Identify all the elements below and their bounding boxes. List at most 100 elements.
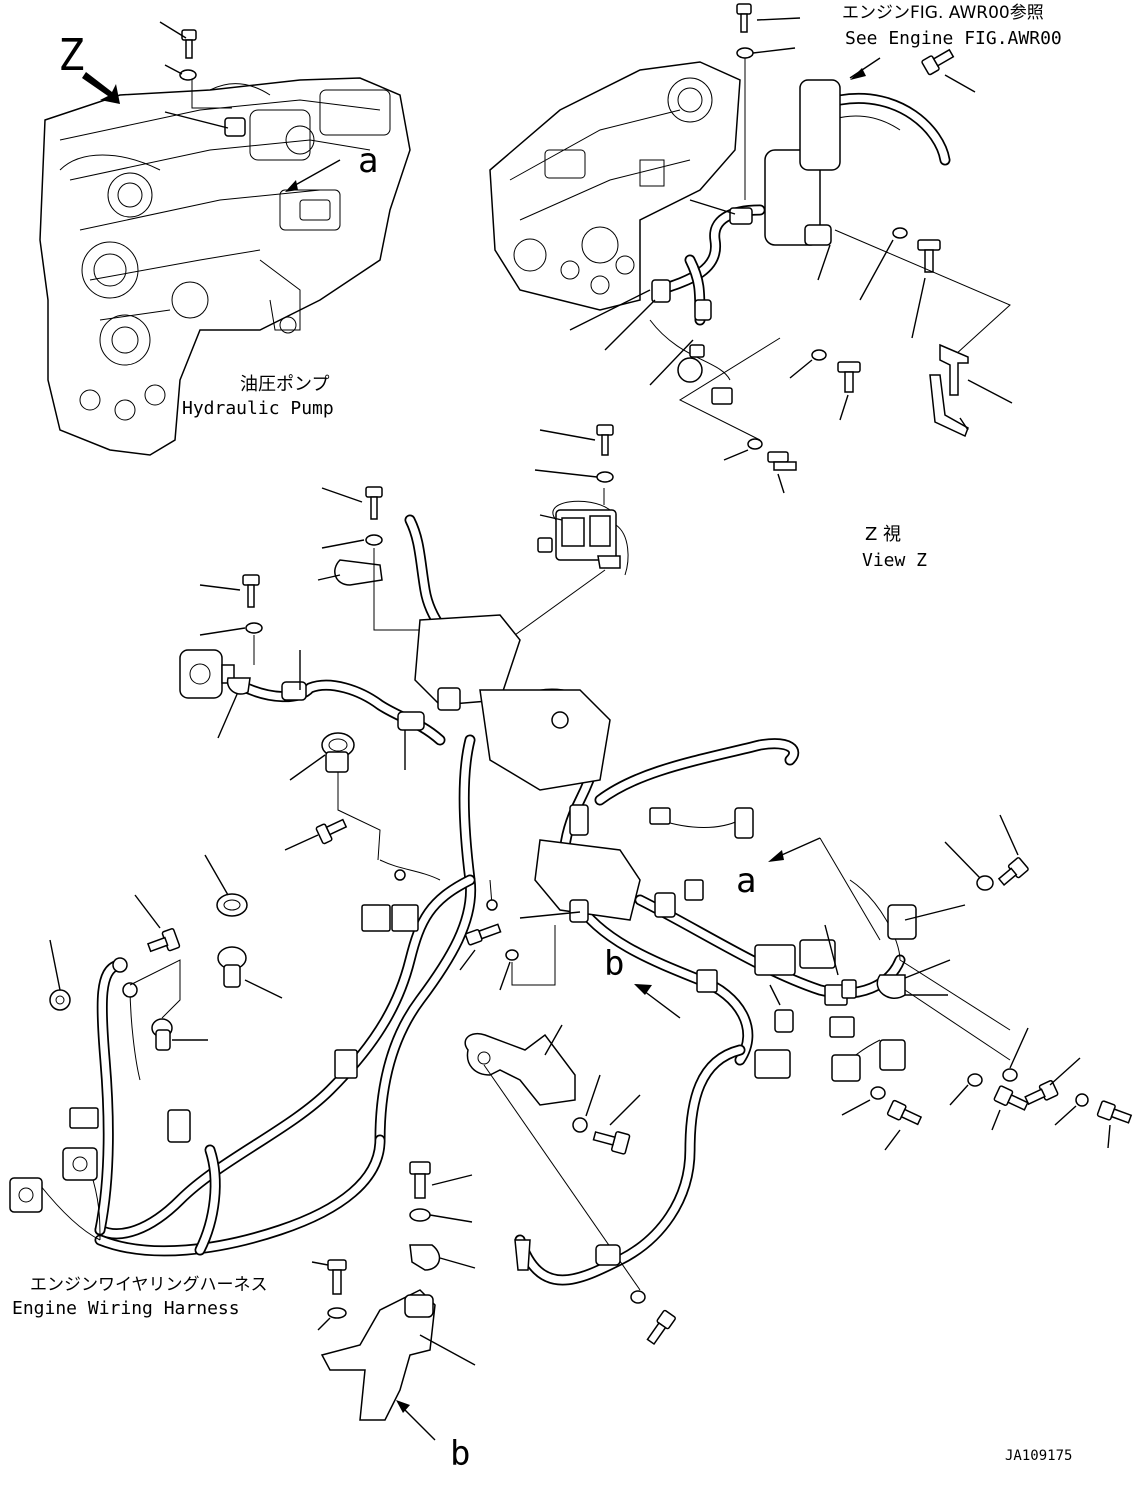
leader-line	[199, 627, 246, 636]
washer-icon	[409, 1208, 431, 1222]
leader-line	[769, 984, 781, 1006]
grommet-icon	[151, 1018, 173, 1051]
clamp-icon	[651, 279, 671, 303]
terminal-icon	[486, 899, 498, 911]
leader-line	[884, 1129, 901, 1151]
bolt-icon	[315, 818, 348, 845]
clamp-icon	[804, 224, 832, 246]
harness-wire	[849, 879, 901, 961]
leader-line	[164, 111, 229, 129]
leader-line	[539, 429, 596, 441]
harness-wire	[569, 894, 754, 1066]
ref-label-b-mid: b	[604, 944, 624, 984]
connector-icon	[9, 1177, 43, 1213]
leader-line	[817, 244, 831, 281]
leader-line	[199, 584, 241, 591]
arrowhead	[850, 68, 866, 80]
leader-line	[834, 229, 1011, 356]
arrowhead	[396, 1400, 410, 1413]
bolt-icon	[242, 574, 260, 608]
ref-label-b-bottom: b	[450, 1434, 470, 1474]
label-hydraulic-pump-en: Hydraulic Pump	[182, 398, 334, 419]
bolt-icon	[921, 48, 955, 76]
leader-line	[819, 837, 881, 941]
connector-icon	[569, 804, 589, 836]
leader-line	[429, 1214, 473, 1223]
leader-line	[544, 1024, 563, 1056]
connector-icon	[696, 969, 718, 993]
leader-line	[311, 1261, 329, 1266]
leader-line	[504, 569, 606, 661]
leader-line	[639, 987, 681, 1019]
leader-line	[321, 487, 363, 503]
terminal-icon	[122, 982, 138, 998]
harness-wire	[659, 819, 741, 828]
washer-icon	[596, 471, 614, 483]
clamp-icon	[226, 677, 251, 695]
leader-line	[511, 925, 556, 986]
leader-line	[609, 1094, 641, 1126]
leader-line	[944, 841, 981, 879]
leader-line	[944, 74, 976, 93]
connector-icon	[799, 939, 836, 969]
leader-line	[499, 961, 511, 991]
leader-line	[604, 299, 656, 351]
bracket-icon	[479, 689, 611, 791]
leader-line	[585, 1074, 601, 1117]
leader-line	[1049, 1057, 1081, 1086]
grommet-icon	[216, 893, 248, 917]
leader-line	[134, 894, 161, 929]
leader-line	[431, 1174, 473, 1186]
leader-line	[649, 339, 694, 386]
leader-line	[244, 979, 283, 999]
washer-icon	[327, 1307, 347, 1319]
leader-line	[859, 239, 894, 301]
leader-line	[419, 1334, 476, 1366]
leader-line	[49, 939, 61, 991]
label-engine-ref-en: See Engine FIG.AWR00	[845, 28, 1062, 49]
leader-line	[1107, 1124, 1111, 1149]
washer-icon	[967, 1073, 983, 1087]
arrowhead	[285, 180, 298, 192]
connector-icon	[887, 904, 917, 940]
leader-line	[959, 417, 969, 431]
bolt-icon	[146, 928, 181, 953]
sensor-connector-icon	[179, 649, 235, 699]
bolt-icon	[477, 1051, 491, 1065]
leader-line	[756, 17, 801, 21]
connector-icon	[831, 1054, 861, 1082]
bolt-icon	[646, 1309, 676, 1346]
harness-wire	[836, 94, 949, 164]
washer-icon	[505, 949, 519, 961]
harness-wire	[96, 1136, 384, 1255]
leader-line	[159, 21, 187, 39]
washer-icon	[870, 1086, 886, 1100]
leader-line	[752, 47, 796, 54]
leader-line	[678, 337, 781, 441]
bolt-icon	[886, 1099, 923, 1126]
leader-line	[1009, 1027, 1029, 1069]
leader-line	[519, 911, 581, 919]
clamp-icon	[729, 207, 753, 225]
leader-line	[317, 574, 341, 581]
connector-icon	[361, 904, 391, 932]
bracket-icon	[929, 374, 969, 438]
leader-line	[1054, 1105, 1077, 1126]
clamp-icon	[689, 344, 705, 358]
leader-line	[534, 469, 598, 478]
leader-line	[949, 1084, 969, 1106]
leader-line	[539, 514, 563, 521]
connector-icon	[334, 1049, 358, 1079]
leader-line	[129, 959, 181, 1019]
leader-line	[991, 1109, 1001, 1131]
connector-icon	[649, 807, 671, 825]
leader-line	[911, 277, 926, 339]
harness-wire	[96, 961, 122, 1234]
label-view-z-en: View Z	[862, 550, 927, 571]
harness-wire	[594, 738, 800, 806]
harness-wire	[376, 736, 475, 1144]
washer-icon	[179, 69, 197, 81]
harness-wire	[96, 876, 474, 1238]
washer-icon	[245, 622, 263, 634]
